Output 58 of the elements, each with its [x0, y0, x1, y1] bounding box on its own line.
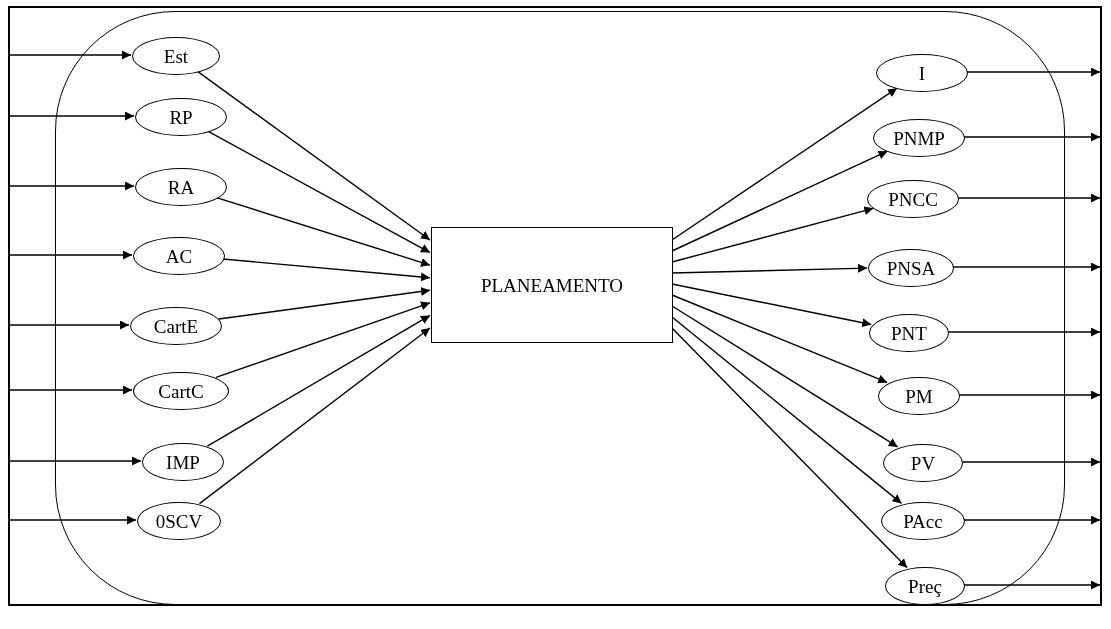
ellipse-node: [133, 372, 229, 410]
arrow: [671, 263, 868, 274]
ellipse-node: [881, 502, 965, 540]
arrow: [7, 320, 130, 330]
arrow: [206, 314, 431, 447]
node-label: PNMP: [893, 128, 945, 148]
ellipse-node: [869, 314, 949, 352]
arrow: [7, 515, 137, 525]
arrow: [671, 283, 872, 328]
arrow: [947, 327, 1101, 337]
arrow: [958, 390, 1101, 400]
node-label: 0SCV: [155, 511, 203, 531]
arrow: [961, 457, 1101, 467]
ellipse-node: [135, 168, 227, 206]
node-label: AC: [165, 246, 193, 266]
arrow: [215, 301, 431, 379]
arrow: [963, 515, 1101, 525]
arrow: [7, 250, 133, 260]
node-label: I: [918, 63, 926, 83]
arrow: [207, 130, 431, 254]
arrow: [671, 294, 888, 384]
process-box: [431, 227, 673, 343]
ellipse-node: [885, 567, 965, 605]
node-label: CartE: [153, 316, 199, 336]
arrow: [671, 150, 889, 252]
arrow: [7, 50, 132, 60]
arrow: [7, 456, 142, 466]
node-label: Est: [163, 46, 189, 66]
arrow: [7, 181, 135, 191]
node-label: RA: [167, 177, 195, 197]
arrow: [966, 67, 1101, 77]
node-label: PNSA: [886, 258, 936, 278]
arrow: [671, 327, 908, 569]
node-label: PNCC: [888, 189, 938, 209]
arrow: [196, 70, 431, 241]
node-label: IMP: [166, 452, 200, 472]
arrow: [957, 193, 1101, 203]
node-label: PAcc: [903, 511, 943, 531]
arrow: [671, 206, 875, 263]
node-label: PM: [905, 386, 933, 406]
node-label: CartC: [158, 381, 204, 401]
arrow: [7, 385, 133, 395]
node-label: PV: [910, 453, 936, 473]
ellipse-node: [867, 180, 959, 218]
node-label: RP: [169, 107, 193, 127]
arrow: [7, 111, 135, 121]
ellipse-node: [878, 377, 960, 415]
arrow: [671, 305, 899, 448]
arrow: [963, 132, 1101, 142]
arrow: [952, 262, 1101, 272]
arrow: [963, 580, 1101, 590]
arrow: [198, 327, 431, 505]
node-label: PLANEAMENTO: [480, 275, 624, 295]
node-label: Preç: [908, 576, 942, 596]
arrow: [671, 316, 903, 505]
arrow: [218, 287, 431, 320]
node-label: PNT: [891, 323, 927, 343]
arrow: [671, 87, 898, 241]
